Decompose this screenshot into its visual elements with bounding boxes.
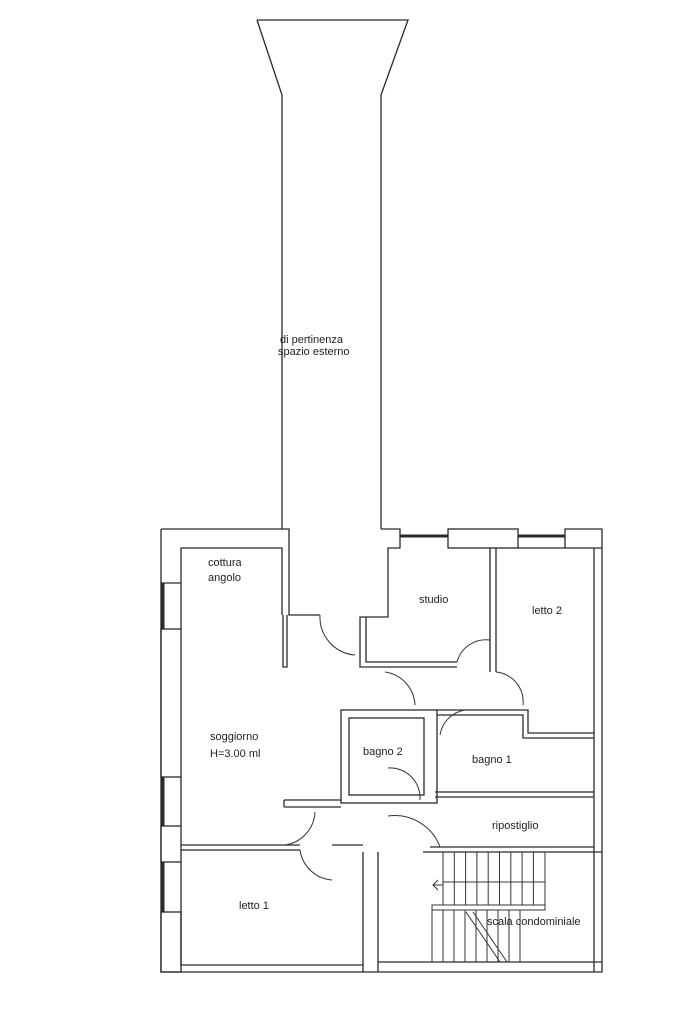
label-bedroom1: letto 1 — [239, 900, 269, 912]
label-storage: ripostiglio — [492, 820, 538, 832]
stair-direction-arrow — [432, 879, 443, 891]
label-kitchen-line1: cottura — [208, 557, 243, 569]
label-kitchen-line2: angolo — [208, 572, 241, 584]
stair-upper-flight — [442, 852, 546, 906]
stair-break-line — [465, 911, 508, 963]
label-bathroom2: bagno 2 — [363, 746, 403, 758]
left-windows — [160, 583, 363, 973]
interior-walls — [181, 548, 602, 972]
doors — [284, 614, 524, 881]
exterior-space-outline — [256, 19, 409, 529]
label-stairs: scala condominiale — [487, 916, 581, 928]
label-exterior-line1: di pertinenza — [280, 334, 344, 346]
label-living: soggiorno — [210, 731, 258, 743]
label-bathroom1: bagno 1 — [472, 754, 512, 766]
stairs — [431, 852, 546, 963]
label-living-height: H=3.00 ml — [210, 748, 260, 760]
room-labels: di pertinenza spazio esterno cottura ang… — [208, 334, 581, 928]
stair-landing — [431, 904, 546, 911]
label-exterior-line2: spazio esterno — [278, 346, 350, 358]
label-studio: studio — [419, 594, 448, 606]
label-bedroom2: letto 2 — [532, 605, 562, 617]
